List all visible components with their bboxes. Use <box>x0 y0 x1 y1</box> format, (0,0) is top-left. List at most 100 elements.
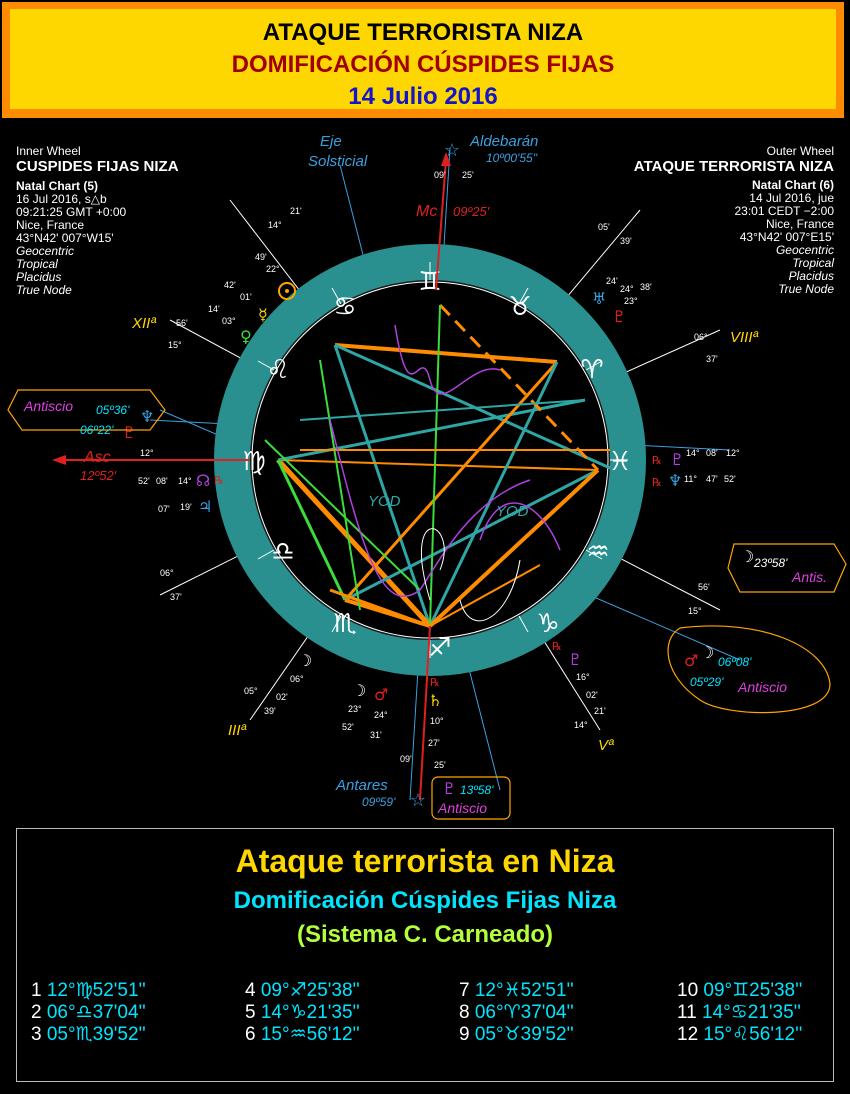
degree-mark: 15° <box>168 340 182 350</box>
degree-mark: 52' <box>342 722 354 732</box>
house-numerals: XIIª VIIIª IIIª Vª <box>131 315 759 754</box>
degree-mark: 25' <box>434 760 446 770</box>
degree-mark: 39' <box>264 706 276 716</box>
cusp-value: 12°♍52'51'' <box>46 980 146 1001</box>
antiscio-callouts: Antiscio 05º36' 06º22' 23º58' Antis. 06º… <box>7 389 847 820</box>
cusp-value: 15°♌56'12'' <box>703 1024 803 1045</box>
antiscio-right-label: Antis. <box>791 569 827 585</box>
moon-icon: ☽ <box>352 681 366 700</box>
degree-mark: 02' <box>586 690 598 700</box>
mc-axis <box>435 159 447 291</box>
retrograde-icon: ℞ <box>430 676 440 689</box>
degree-mark: 22° <box>266 264 280 274</box>
cusp-panel: Ataque terrorista en Niza Domificación C… <box>16 828 834 1082</box>
mars-icon: ♂ <box>374 685 388 704</box>
inner-system: Geocentric <box>16 244 74 258</box>
degree-mark: 37' <box>706 354 718 364</box>
cusp-entry: 1 12°♍52'51'' <box>31 979 146 1002</box>
moon-antiscio-icon: ☽ <box>700 643 714 662</box>
inner-system: True Node <box>16 283 72 297</box>
cusp-entry: 5 14°♑21'35'' <box>245 1001 360 1024</box>
antiscio-box-left <box>7 389 166 431</box>
cusp-entry: 2 06°♎37'04'' <box>31 1001 146 1024</box>
cusp-value: 15°♒56'12'' <box>260 1024 360 1045</box>
outer-detail: 43°N42' 007°E15' <box>740 230 834 244</box>
degree-mark: 31' <box>370 730 382 740</box>
degree-mark: 23° <box>348 704 362 714</box>
aquarius-icon: ♒ <box>586 537 609 567</box>
asc-label: Asc <box>83 449 111 466</box>
cusp-number: 12 <box>677 1024 704 1045</box>
degree-mark: 08' <box>156 476 168 486</box>
outer-detail: Natal Chart (6) <box>752 178 834 192</box>
scorpio-icon: ♏ <box>333 609 356 639</box>
cusp-value: 12°♓52'51'' <box>474 980 574 1001</box>
degree-mark: 42' <box>224 280 236 290</box>
antiscio-left-deg1: 05º36' <box>96 403 130 417</box>
outer-wheel-caption: Outer Wheel <box>767 144 834 158</box>
pluto-lower-icon: ♇ <box>568 650 582 669</box>
degree-mark: 14° <box>686 448 700 458</box>
cusp-number: 9 <box>459 1024 475 1045</box>
retrograde-icon: ℞ <box>552 640 562 653</box>
neptune-antiscio-icon: ♆ <box>140 407 154 426</box>
house-v-label: Vª <box>598 737 614 754</box>
leo-icon: ♌ <box>266 355 289 385</box>
cusp-value: 06°♈37'04'' <box>474 1002 574 1023</box>
saturn-icon: ♄ <box>428 691 442 710</box>
inner-system: Tropical <box>16 257 58 271</box>
pluto-outer-icon: ♇ <box>612 307 626 326</box>
antiscio-lower-label: Antiscio <box>737 679 787 695</box>
retrograde-icon: ℞ <box>652 454 662 467</box>
cusp-entry: 9 05°♉39'52'' <box>459 1023 574 1046</box>
venus-icon: ♀ <box>240 327 252 346</box>
degree-marks: 09'25'21'14°49'22°42'01'14'03°56'15°05'3… <box>138 170 740 770</box>
degree-mark: 01' <box>240 292 252 302</box>
panel-subtitle: Domificación Cúspides Fijas Niza <box>233 887 617 914</box>
cusp-entry: 3 05°♏39'52'' <box>31 1023 146 1046</box>
degree-mark: 39' <box>620 236 632 246</box>
yod-labels: YOD YOD <box>368 493 529 520</box>
inner-detail: 16 Jul 2016, s△b <box>16 192 107 206</box>
cusp-entry: 11 14°♋21'35'' <box>677 1001 801 1024</box>
degree-mark: 15° <box>688 606 702 616</box>
capricorn-icon: ♑ <box>536 609 559 639</box>
aldebaran-position: 10º00'55'' <box>486 151 538 165</box>
cusp-number: 2 <box>31 1002 47 1023</box>
inner-detail: Natal Chart (5) <box>16 179 98 193</box>
inner-wheel-info: Inner Wheel CUSPIDES FIJAS NIZA Natal Ch… <box>16 144 179 297</box>
inner-wheel-caption: Inner Wheel <box>16 144 81 158</box>
retrograde-icon: ℞ <box>652 476 662 489</box>
mc-degree: 09º25' <box>453 204 490 219</box>
cusp-number: 3 <box>31 1024 47 1045</box>
inner-wheel-title: CUSPIDES FIJAS NIZA <box>16 158 179 175</box>
antiscio-left-label: Antiscio <box>23 398 73 414</box>
degree-mark: 14' <box>208 304 220 314</box>
outer-wheel-info: Outer Wheel ATAQUE TERRORISTA NIZA Natal… <box>634 144 835 296</box>
mars-antiscio-icon: ♂ <box>684 651 698 670</box>
sagittarius-icon: ♐ <box>428 633 451 663</box>
ic-axis <box>419 625 431 801</box>
inner-detail: Nice, France <box>16 218 84 232</box>
degree-mark: 11° <box>684 474 697 484</box>
antiscio-lower-deg1: 06º08' <box>718 655 752 669</box>
pluto-icon: ♇ <box>670 450 684 469</box>
zodiac-glyphs: ♊ ♉ ♈ ♓ ♒ ♑ ♐ ♏ ♎ ♍ ♌ ♋ <box>242 267 631 663</box>
degree-mark: 24' <box>606 276 618 286</box>
degree-mark: 24° <box>620 284 634 294</box>
antares-star-icon: ☆ <box>410 790 426 810</box>
cusp-entry: 10 09°♊25'38'' <box>677 979 802 1002</box>
house-iii-label: IIIª <box>228 722 247 739</box>
uranus-icon: ♅ <box>592 289 606 308</box>
antiscio-bottom-deg: 13º58' <box>460 783 494 797</box>
antares-label: Antares <box>335 777 388 794</box>
panel-system: (Sistema C. Carneado) <box>296 921 554 948</box>
cusp-value: 05°♏39'52'' <box>46 1024 146 1045</box>
house-xii-label: XIIª <box>131 315 156 332</box>
antares-position: 09º59' <box>362 795 396 809</box>
degree-mark: 19' <box>180 502 192 512</box>
sun-icon-dot <box>285 289 289 293</box>
neptune-icon: ♆ <box>668 471 682 490</box>
cusp-value: 14°♑21'35'' <box>260 1002 360 1023</box>
degree-mark: 56' <box>698 582 710 592</box>
